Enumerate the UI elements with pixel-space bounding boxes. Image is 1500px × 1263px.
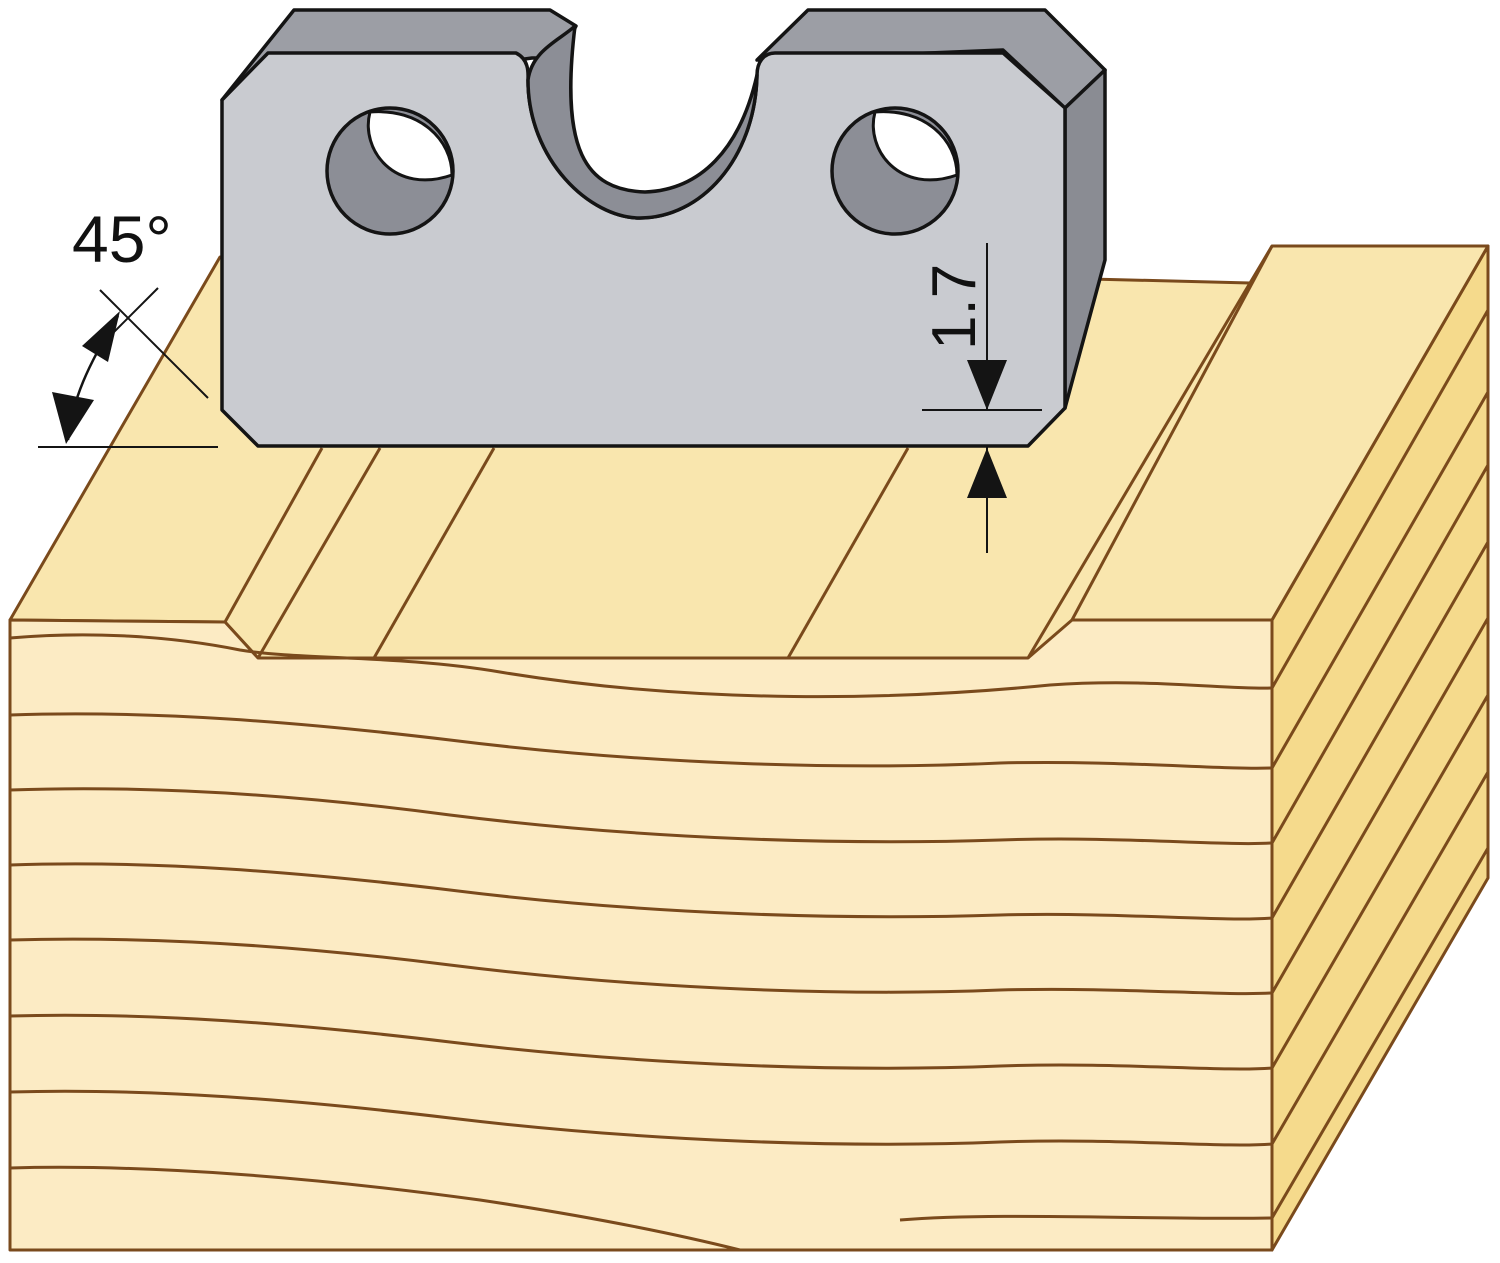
knife-front-face: [220, 51, 1067, 448]
arrowhead-icon: [52, 392, 94, 444]
angle-label: 45°: [72, 202, 172, 276]
wood-front-face: [8, 618, 1274, 1252]
angle-dimension: [38, 287, 218, 448]
arrowhead-icon: [967, 448, 1007, 498]
wood-side-grain: [1270, 309, 1490, 1219]
angle-extension-line: [99, 289, 209, 399]
wood-profile-lines: [223, 245, 1274, 659]
profile-knife: [220, 8, 1107, 448]
knife-hole-right: [830, 106, 960, 236]
knife-hole-left: [325, 106, 455, 236]
arrowhead-icon: [82, 311, 120, 362]
wood-grain-lines: [9, 633, 1273, 1252]
depth-dimension: [922, 243, 1042, 553]
depth-label: 1.7: [920, 264, 989, 350]
knife-notch-wall: [526, 24, 759, 220]
arrowhead-icon: [967, 360, 1007, 410]
